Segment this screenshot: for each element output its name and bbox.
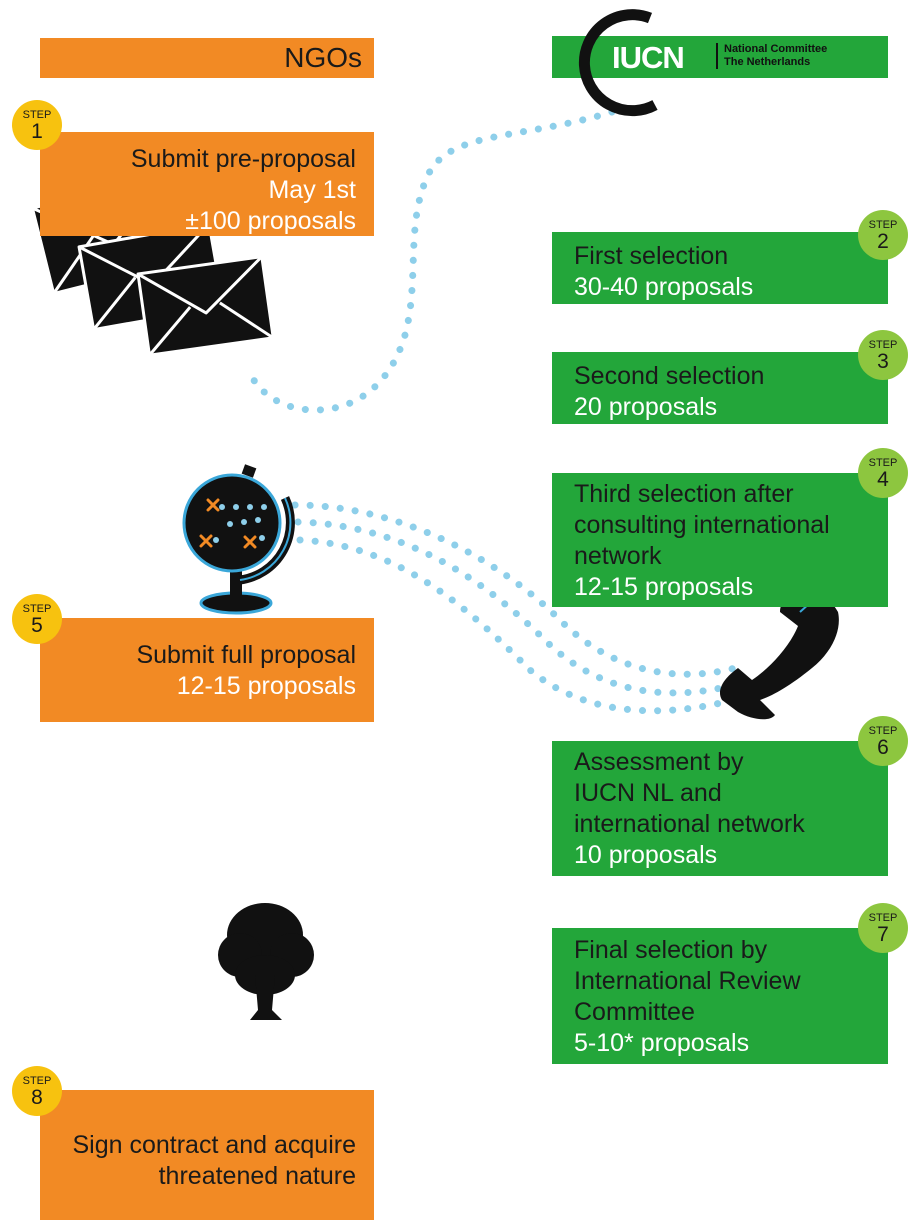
step-2-badge-label: STEP	[868, 219, 898, 231]
step-7-count: 5-10* proposals	[574, 1029, 750, 1057]
dotted-connector-2	[294, 518, 734, 697]
iucn-logo-text: IUCN	[612, 40, 685, 75]
step-2-title: First selection	[574, 242, 729, 270]
step-3-badge: STEP 3	[858, 330, 908, 380]
step-1-box: Submit pre-proposal May 1st ±100 proposa…	[40, 132, 374, 236]
step-2-box: First selection 30-40 proposals	[552, 232, 888, 304]
iucn-logo: IUCN	[612, 40, 712, 76]
step-4-line-2: consulting international	[574, 511, 830, 539]
step-4-line-3: network	[574, 542, 662, 570]
iucn-subtitle-line1: National Committee	[724, 43, 828, 55]
step-7-badge-label: STEP	[868, 912, 898, 924]
step-1-title: Submit pre-proposal	[130, 145, 356, 173]
step-3-badge-label: STEP	[868, 339, 898, 351]
globe-icon	[182, 464, 295, 615]
dotted-connector-3	[296, 536, 729, 715]
step-7-line-2: International Review	[574, 967, 801, 995]
step-7-badge: STEP 7	[858, 903, 908, 953]
step-4-box: Third selection after consulting interna…	[552, 473, 888, 607]
step-7-box: Final selection by International Review …	[552, 928, 888, 1064]
step-6-box: Assessment by IUCN NL and international …	[552, 741, 888, 876]
step-1-badge-number: 1	[31, 120, 43, 143]
step-1-date: May 1st	[268, 176, 356, 204]
step-6-badge: STEP 6	[858, 716, 908, 766]
step-6-badge-number: 6	[877, 736, 889, 759]
step-3-badge-number: 3	[877, 350, 889, 373]
dotted-connector-top	[244, 108, 616, 414]
step-5-badge: STEP 5	[12, 594, 62, 644]
step-6-line-1: Assessment by	[574, 748, 744, 776]
iucn-logo-ring	[578, 9, 658, 117]
iucn-subtitle: National Committee The Netherlands	[716, 43, 827, 69]
step-6-count: 10 proposals	[574, 841, 718, 869]
dotted-connector-1	[291, 501, 739, 678]
step-4-line-1: Third selection after	[574, 480, 794, 508]
iucn-header	[552, 36, 888, 78]
step-5-title: Submit full proposal	[136, 641, 356, 669]
step-8-badge: STEP 8	[12, 1066, 62, 1116]
step-5-count: 12-15 proposals	[176, 672, 356, 700]
step-2-badge-number: 2	[877, 230, 889, 253]
step-3-title: Second selection	[574, 362, 765, 390]
telephone-icon	[719, 591, 839, 720]
step-3-count: 20 proposals	[574, 393, 718, 421]
iucn-subtitle-line2: The Netherlands	[724, 56, 811, 68]
step-2-count: 30-40 proposals	[574, 273, 754, 301]
step-7-line-1: Final selection by	[574, 936, 768, 964]
step-1-count: ±100 proposals	[185, 207, 356, 235]
step-4-badge: STEP 4	[858, 448, 908, 498]
step-6-badge-label: STEP	[868, 725, 898, 737]
step-8-line-1: Sign contract and acquire	[72, 1131, 356, 1159]
ngo-title: NGOs	[284, 42, 362, 73]
step-8-badge-number: 8	[31, 1086, 43, 1109]
step-3-box: Second selection 20 proposals	[552, 352, 888, 424]
tree-icon	[218, 903, 314, 1020]
ngo-header: NGOs	[40, 38, 374, 78]
step-8-line-2: threatened nature	[158, 1162, 356, 1190]
step-6-line-2: IUCN NL and	[574, 779, 722, 807]
step-8-badge-label: STEP	[22, 1075, 52, 1087]
step-7-line-3: Committee	[574, 998, 695, 1026]
step-1-badge-label: STEP	[22, 109, 52, 121]
step-4-count: 12-15 proposals	[574, 573, 754, 601]
step-5-badge-label: STEP	[22, 603, 52, 615]
step-5-badge-number: 5	[31, 614, 43, 637]
step-1-badge: STEP 1	[12, 100, 62, 150]
step-6-line-3: international network	[574, 810, 805, 838]
step-5-box: Submit full proposal 12-15 proposals	[40, 618, 374, 722]
step-4-badge-label: STEP	[868, 457, 898, 469]
step-4-badge-number: 4	[877, 468, 889, 491]
step-2-badge: STEP 2	[858, 210, 908, 260]
step-7-badge-number: 7	[877, 923, 889, 946]
step-8-box: Sign contract and acquire threatened nat…	[40, 1090, 374, 1220]
